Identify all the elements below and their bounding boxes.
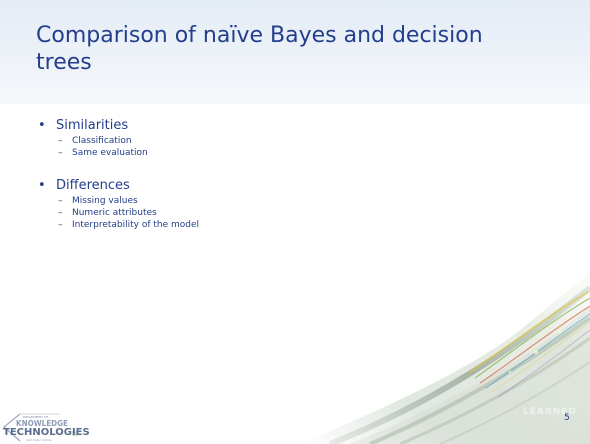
bullet-similarities: • Similarities	[38, 117, 538, 134]
dash-icon: –	[58, 148, 63, 158]
title-band	[0, 0, 590, 104]
sub-list: – Missing values – Numeric attributes – …	[38, 195, 538, 231]
dash-icon: –	[58, 208, 63, 218]
bullet-icon: •	[38, 118, 46, 133]
bullet-heading: Similarities	[56, 118, 129, 133]
list-item-text: Numeric attributes	[72, 208, 157, 218]
logo-line-tiny: Jožef Stefan Institute	[26, 439, 53, 442]
dash-icon: –	[58, 196, 63, 206]
bullet-differences: • Differences	[38, 177, 538, 194]
slide-content: • Similarities – Classification – Same e…	[38, 117, 538, 249]
list-item: – Classification	[58, 135, 538, 147]
logo-line-big: TECHNOLOGIES	[3, 427, 90, 438]
slide-title: Comparison of naïve Bayes and decision t…	[36, 23, 483, 75]
list-item-text: Same evaluation	[72, 148, 148, 158]
page-number: 5	[564, 413, 570, 423]
department-logo: DEPARTMENT OF KNOWLEDGE TECHNOLOGIES Jož…	[0, 411, 90, 444]
dash-icon: –	[58, 136, 63, 146]
list-item: – Interpretability of the model	[58, 219, 538, 231]
list-item: – Numeric attributes	[58, 207, 538, 219]
bullet-heading: Differences	[56, 178, 130, 193]
bullet-icon: •	[38, 178, 46, 193]
list-item: – Missing values	[58, 195, 538, 207]
sub-list: – Classification – Same evaluation	[38, 135, 538, 159]
dash-icon: –	[58, 220, 63, 230]
list-item-text: Classification	[72, 136, 132, 146]
logo-line-mid: KNOWLEDGE	[16, 419, 68, 428]
logo-frame-icon	[3, 413, 78, 442]
list-item-text: Interpretability of the model	[72, 220, 200, 230]
logo-line-small: DEPARTMENT OF	[23, 415, 49, 419]
watermark-text: LEARNED	[523, 407, 577, 417]
list-item: – Same evaluation	[58, 147, 538, 159]
list-item-text: Missing values	[72, 196, 138, 206]
section-differences: • Differences – Missing values – Numeric…	[38, 177, 538, 231]
section-similarities: • Similarities – Classification – Same e…	[38, 117, 538, 159]
